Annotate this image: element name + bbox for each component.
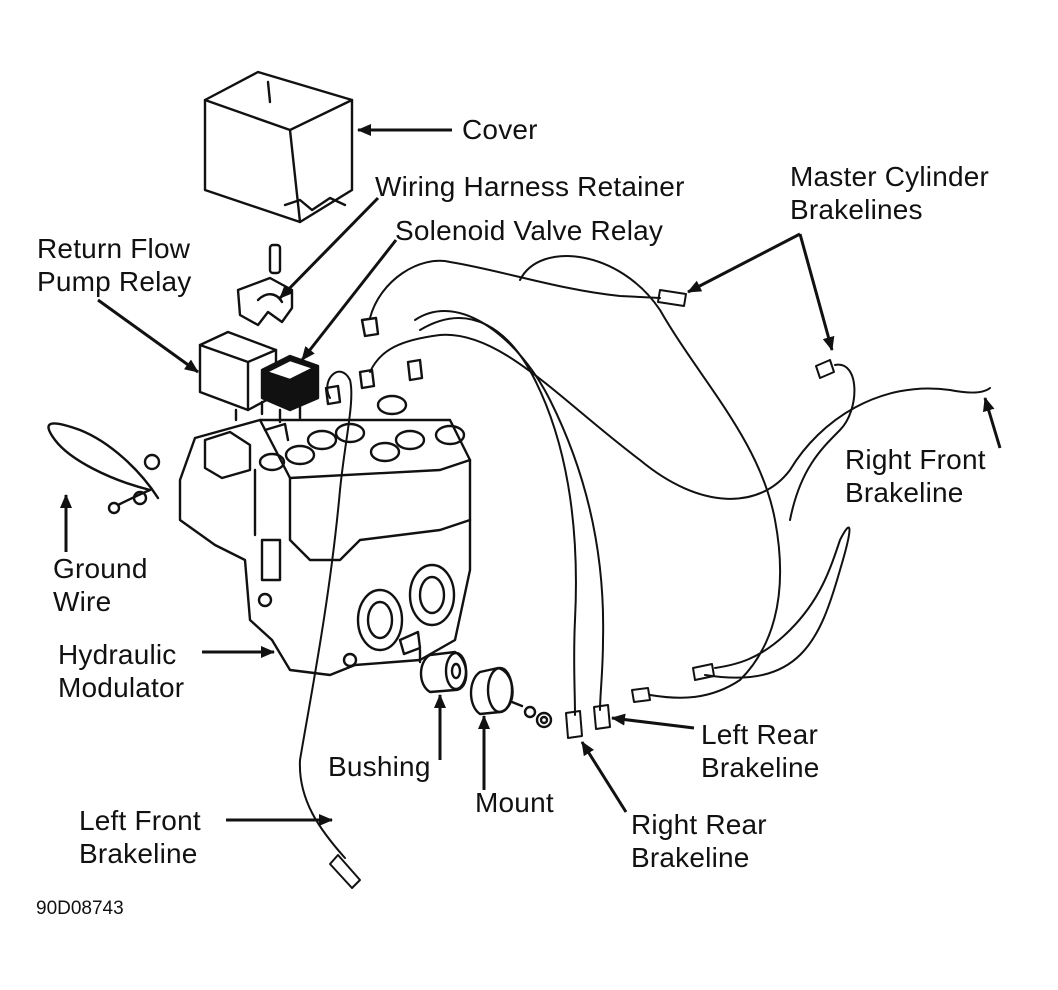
solenoid-relay-part <box>260 354 320 424</box>
label-line-2: Brakeline <box>79 838 198 869</box>
label-right-front-brakeline: Right Front Brakeline <box>845 443 986 509</box>
label-line-1: Master Cylinder <box>790 161 990 192</box>
label-line-2: Pump Relay <box>37 266 192 297</box>
label-line-1: Left Rear <box>701 719 818 750</box>
label-return-flow-pump-relay: Return Flow Pump Relay <box>37 232 192 298</box>
arrow-wiring-harness-retainer <box>278 196 380 300</box>
label-line-1: Return Flow <box>37 233 191 264</box>
top-fittings <box>324 316 424 406</box>
label-left-rear-brakeline: Left Rear Brakeline <box>701 718 820 784</box>
label-wiring-harness-retainer-text: Wiring Harness Retainer <box>375 171 685 202</box>
label-bushing-text: Bushing <box>328 751 431 782</box>
arrow-solenoid-valve-relay <box>300 239 398 361</box>
label-line-2: Modulator <box>58 672 185 703</box>
label-right-rear-brakeline: Right Rear Brakeline <box>631 808 767 874</box>
label-master-cylinder-brakelines: Master Cylinder Brakelines <box>790 160 989 226</box>
mount-part <box>469 666 553 729</box>
label-line-2: Brakeline <box>845 477 964 508</box>
label-mount-text: Mount <box>475 787 554 818</box>
brakelines <box>298 255 991 889</box>
bushing-part <box>419 650 468 694</box>
label-solenoid-valve-relay: Solenoid Valve Relay <box>395 214 663 247</box>
label-line-1: Left Front <box>79 805 201 836</box>
label-line-2: Wire <box>53 586 112 617</box>
label-line-1: Right Rear <box>631 809 767 840</box>
label-cover-text: Cover <box>462 114 538 145</box>
leader-arrows <box>60 124 1002 826</box>
arrow-master-cylinder-1 <box>687 232 801 294</box>
arrow-master-cylinder-2 <box>798 233 835 351</box>
arrow-return-flow-pump-relay <box>97 298 199 374</box>
label-line-2: Brakeline <box>631 842 750 873</box>
hydraulic-modulator-part <box>178 394 472 677</box>
label-line-1: Ground <box>53 553 148 584</box>
arrow-left-rear-brakeline <box>611 713 695 730</box>
arrow-right-front-brakeline <box>982 397 1002 449</box>
label-line-2: Brakelines <box>790 194 923 225</box>
label-bushing: Bushing <box>328 750 431 783</box>
label-line-1: Hydraulic <box>58 639 177 670</box>
ground-wire-part <box>47 422 161 515</box>
arrow-right-rear-brakeline <box>580 741 628 813</box>
retainer-part <box>236 243 294 327</box>
label-line-1: Right Front <box>845 444 986 475</box>
label-left-front-brakeline: Left Front Brakeline <box>79 804 201 870</box>
label-cover: Cover <box>462 113 538 146</box>
label-hydraulic-modulator: Hydraulic Modulator <box>58 638 184 704</box>
label-solenoid-valve-relay-text: Solenoid Valve Relay <box>395 215 664 246</box>
cover-part <box>203 70 354 224</box>
label-ground-wire: Ground Wire <box>53 552 148 618</box>
label-wiring-harness-retainer: Wiring Harness Retainer <box>375 170 685 203</box>
label-mount: Mount <box>475 786 554 819</box>
label-line-2: Brakeline <box>701 752 820 783</box>
figure-code: 90D08743 <box>36 898 124 919</box>
